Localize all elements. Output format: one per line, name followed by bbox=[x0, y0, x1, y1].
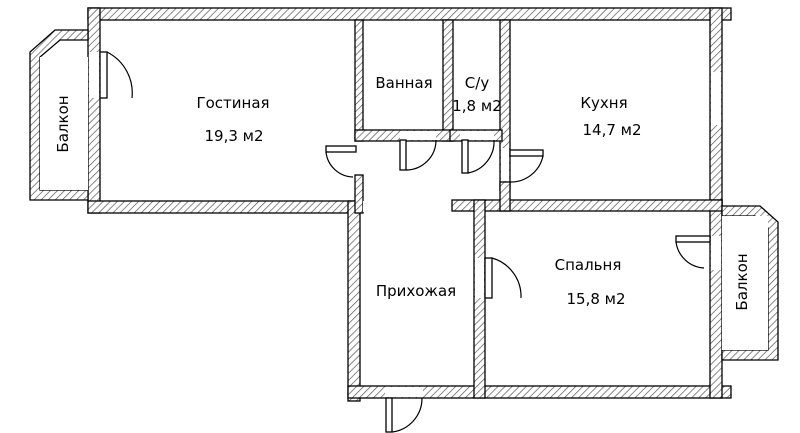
kitchen-name: Кухня bbox=[580, 94, 627, 112]
door-kitchen-balcony-swing bbox=[675, 241, 705, 269]
door-living-hall-swing bbox=[325, 151, 354, 178]
wall-bottom bbox=[347, 385, 732, 399]
living-room-name: Гостиная bbox=[196, 94, 269, 112]
opening-kitchen-balcony bbox=[711, 72, 721, 125]
door-toilet-swing bbox=[467, 139, 495, 174]
room-labels: Гостиная 19,3 м2 Ванная С/у 1,8 м2 Кухня… bbox=[196, 74, 641, 308]
opening-bedroom-balcony bbox=[711, 236, 721, 270]
balcony-left: Балкон bbox=[29, 29, 89, 201]
openings bbox=[89, 52, 721, 397]
toilet-name: С/у bbox=[465, 74, 490, 92]
wall-right-bedroom bbox=[709, 199, 723, 399]
hall-name: Прихожая bbox=[376, 282, 456, 300]
wall-living-stub bbox=[354, 174, 364, 214]
wall-hall-bedroom bbox=[473, 199, 486, 399]
balcony-right: Балкон bbox=[721, 205, 779, 361]
opening-bath bbox=[400, 131, 436, 140]
living-room-area: 19,3 м2 bbox=[204, 127, 263, 145]
door-living-hall bbox=[325, 145, 357, 153]
opening-kitchen bbox=[501, 148, 509, 181]
door-bedroom bbox=[484, 257, 493, 299]
door-kitchen bbox=[509, 149, 544, 157]
door-entrance-swing bbox=[391, 397, 423, 433]
wall-top bbox=[87, 7, 732, 21]
balcony-right-label: Балкон bbox=[733, 253, 751, 310]
balcony-left-label: Балкон bbox=[54, 95, 72, 152]
wall-left bbox=[87, 7, 101, 214]
door-bath bbox=[399, 139, 407, 171]
opening-living-hall bbox=[356, 143, 362, 174]
opening-living-left bbox=[89, 52, 99, 98]
opening-hall-kitchen-passage bbox=[363, 201, 451, 212]
opening-toilet bbox=[460, 131, 494, 140]
bedroom-area: 15,8 м2 bbox=[566, 290, 625, 308]
wall-living-bath bbox=[354, 19, 364, 142]
wall-bath-toilet bbox=[442, 19, 454, 142]
door-living-balcony bbox=[99, 51, 108, 99]
wall-kitchen-bedroom bbox=[451, 199, 723, 212]
doors bbox=[99, 51, 711, 433]
door-kitchen-swing bbox=[509, 155, 544, 183]
door-bedroom-swing bbox=[491, 257, 522, 299]
bathroom-name: Ванная bbox=[375, 74, 432, 92]
opening-entrance bbox=[385, 387, 423, 397]
bedroom-name: Спальня bbox=[555, 256, 622, 274]
door-living-balcony-swing bbox=[106, 51, 133, 99]
toilet-area: 1,8 м2 bbox=[452, 97, 501, 115]
kitchen-area: 14,7 м2 bbox=[582, 121, 641, 139]
door-kitchen-balcony bbox=[675, 235, 711, 243]
outer-walls bbox=[87, 7, 732, 402]
door-toilet bbox=[461, 139, 469, 174]
wall-kitchen-stub bbox=[499, 181, 511, 212]
opening-bedroom bbox=[475, 258, 484, 298]
wall-living-bottom bbox=[87, 200, 361, 214]
door-bath-swing bbox=[405, 139, 437, 171]
door-entrance bbox=[385, 397, 393, 433]
wall-hall-left bbox=[347, 200, 361, 402]
